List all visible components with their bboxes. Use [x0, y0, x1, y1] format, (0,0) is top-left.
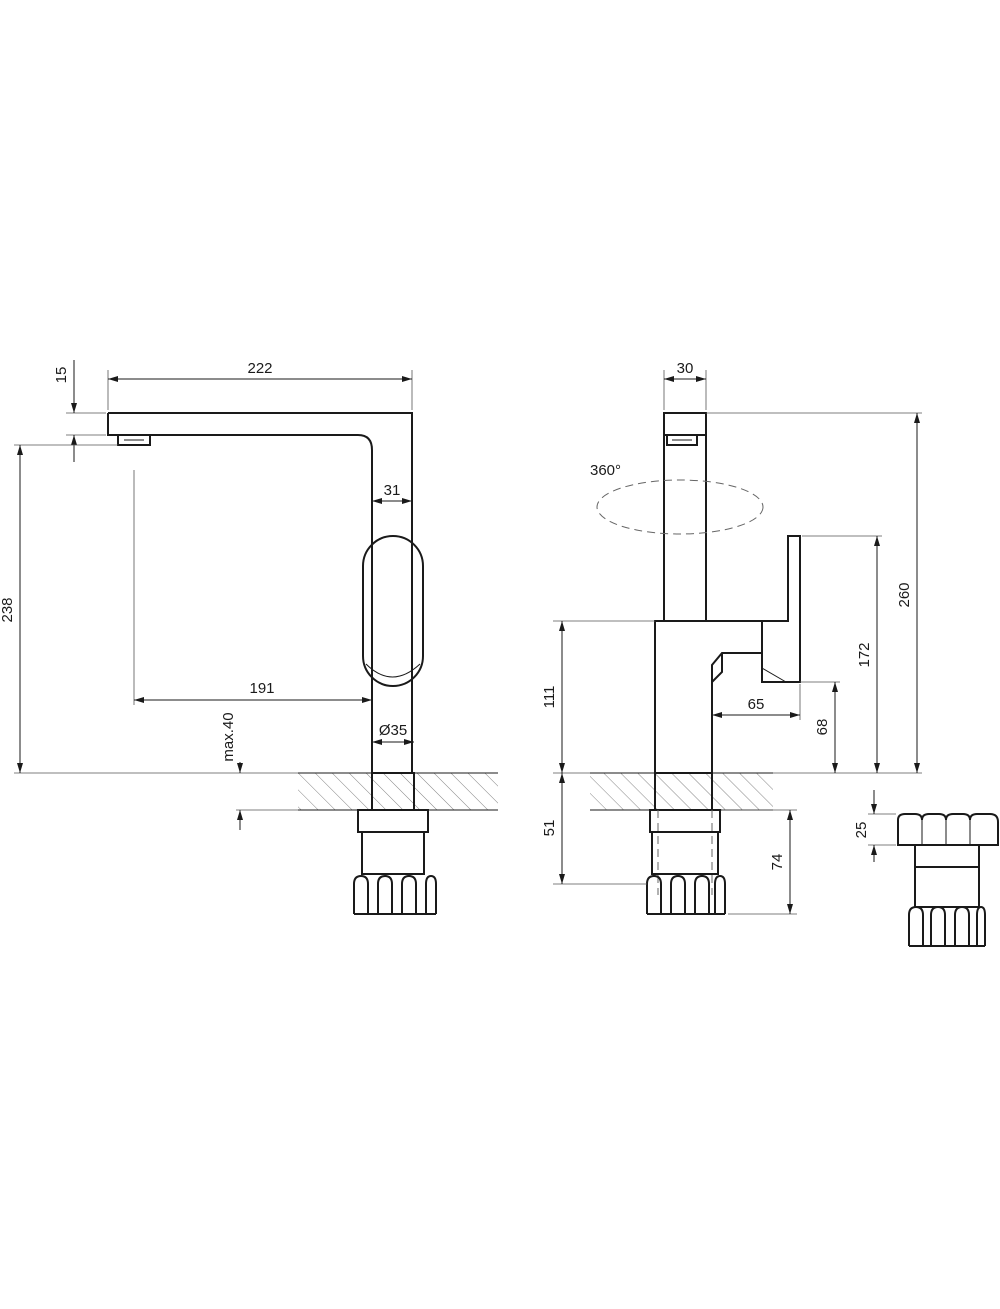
side-aerator: [666, 434, 698, 446]
dim-lever-base: 68: [814, 719, 831, 736]
side-flange: [649, 809, 721, 833]
dim-total-height-side: 260: [896, 582, 913, 607]
dim-spout-height: 15: [53, 367, 70, 384]
side-lever: [760, 535, 801, 683]
dim-max-countertop: max.40: [220, 712, 237, 761]
side-view: 360° 30 260 172: [541, 360, 922, 915]
nut-detail-teeth: [908, 905, 986, 947]
nut-detail-body: [914, 866, 980, 908]
nut-detail-top: [897, 813, 999, 846]
front-aerator: [117, 435, 151, 446]
rotation-indicator: [596, 479, 764, 535]
dim-shank-depth: 51: [541, 820, 558, 837]
front-flange: [357, 809, 429, 833]
dim-side-width: 30: [677, 360, 694, 377]
side-countertop: [590, 773, 773, 810]
front-view: 222 15 238 31 191 Ø35: [0, 360, 498, 915]
side-spout-column: [663, 412, 707, 621]
front-nut-body: [361, 831, 425, 875]
front-nut-teeth: [353, 874, 437, 915]
dim-spout-length: 222: [247, 360, 272, 377]
front-spout: [107, 412, 413, 540]
dim-nut-height: 25: [853, 822, 870, 839]
nut-detail: 25: [853, 790, 999, 947]
dim-nut-depth: 74: [769, 854, 786, 871]
dim-rotation: 360°: [590, 462, 621, 479]
dim-lever-offset: 65: [748, 696, 765, 713]
front-countertop: [298, 773, 498, 810]
dim-lever-height: 172: [856, 642, 873, 667]
side-lever-joint: [711, 652, 763, 683]
front-body: [371, 540, 413, 773]
nut-detail-neck: [914, 844, 980, 868]
front-lever: [362, 535, 424, 687]
side-nut-body: [651, 831, 719, 875]
dim-reach: 191: [249, 680, 274, 697]
dim-base-diameter: Ø35: [379, 722, 407, 739]
side-nut-teeth: [646, 874, 726, 915]
dim-body-height: 111: [541, 686, 558, 709]
dim-total-height-front: 238: [0, 597, 16, 622]
dim-body-width: 31: [384, 482, 401, 499]
